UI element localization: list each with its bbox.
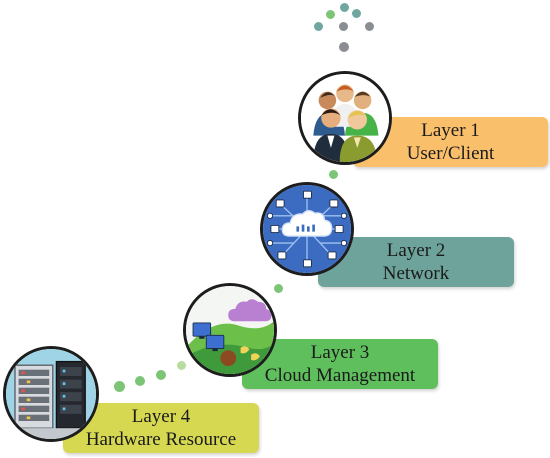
path-dot [340,3,349,12]
path-dot [114,381,125,392]
path-dot [329,170,338,179]
path-dot [352,9,361,18]
layer-4-title: Hardware Resource [85,429,237,450]
server-rack-icon [3,346,99,442]
layer-3-number: Layer 3 [310,342,370,363]
layer-2-title: Network [382,263,450,284]
layer-3-label: Layer 3 Cloud Management [242,339,438,389]
path-dot [326,10,335,19]
path-dot [339,42,349,52]
layer-1-title: User/Client [406,143,495,164]
cloud-management-icon [183,283,277,377]
path-dot [365,22,374,31]
users-group-icon [298,71,392,165]
layer-2-label: Layer 2 Network [318,237,514,287]
path-dot [135,376,145,386]
layer-3-title: Cloud Management [264,365,416,386]
layer-2-number: Layer 2 [386,240,446,261]
layer-4-number: Layer 4 [131,406,191,427]
path-dot [274,284,283,293]
layer-1-number: Layer 1 [421,120,480,141]
cloud-network-icon [260,182,354,276]
path-dot [339,22,348,31]
path-dot [177,361,186,370]
path-dot [156,370,166,380]
path-dot [314,22,323,31]
